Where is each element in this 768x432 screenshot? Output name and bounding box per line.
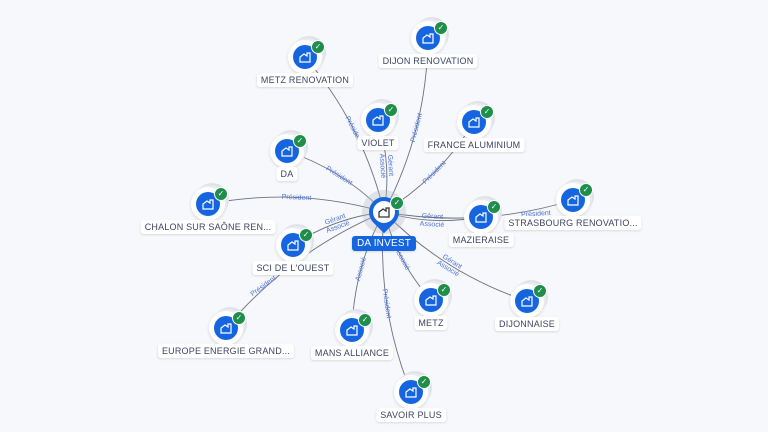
- edge-dijonnaise: [383, 211, 528, 302]
- edge-savoir-plus: [382, 211, 412, 393]
- node-label: METZ: [414, 316, 448, 330]
- edge-label: Président: [325, 165, 354, 187]
- edge-label: Président: [250, 275, 278, 298]
- edge-label: Président: [521, 210, 551, 219]
- edge-label: Président: [410, 113, 424, 143]
- node-label: STRASBOURG RENOVATIO...: [504, 216, 642, 230]
- verified-check-icon: ✓: [214, 187, 228, 201]
- edge-label: Associé: [420, 221, 445, 229]
- verified-check-icon: ✓: [384, 103, 398, 117]
- node-label: DIJON RENOVATION: [378, 54, 478, 68]
- edge-chalon: [207, 196, 385, 213]
- edge-label: Gérant: [386, 155, 394, 177]
- verified-check-icon: ✓: [311, 40, 325, 54]
- verified-check-icon: ✓: [417, 375, 431, 389]
- edge-label: Président: [422, 160, 448, 186]
- building-icon: [373, 201, 395, 223]
- node-label: DA: [276, 167, 298, 181]
- node-label: DIJONNAISE: [494, 317, 560, 331]
- node-label: DA INVEST: [351, 236, 417, 251]
- verified-check-icon: ✓: [434, 21, 448, 35]
- edge-label: Gérant: [422, 213, 444, 221]
- edge-label: Associé: [355, 256, 368, 282]
- verified-check-icon: ✓: [390, 196, 404, 210]
- verified-check-icon: ✓: [533, 284, 547, 298]
- edge-label: Président: [282, 194, 312, 202]
- node-label: METZ RENOVATION: [256, 73, 354, 87]
- node-label: VIOLET: [357, 136, 399, 150]
- node-label: CHALON SUR SAÔNE REN...: [140, 220, 276, 234]
- node-label: MAZIERAISE: [448, 233, 514, 247]
- node-label: MANS ALLIANCE: [310, 346, 394, 360]
- verified-check-icon: ✓: [299, 228, 313, 242]
- node-label: SAVOIR PLUS: [376, 408, 446, 422]
- verified-check-icon: ✓: [579, 183, 593, 197]
- verified-check-icon: ✓: [487, 200, 501, 214]
- edge-label: Associé: [378, 153, 387, 178]
- verified-check-icon: ✓: [358, 313, 372, 327]
- verified-check-icon: ✓: [437, 283, 451, 297]
- verified-check-icon: ✓: [480, 105, 494, 119]
- node-label: FRANCE ALUMINIUM: [423, 138, 525, 152]
- node-label: SCI DE L'OUEST: [252, 261, 334, 275]
- edge-label: Président: [381, 289, 392, 319]
- verified-check-icon: ✓: [293, 134, 307, 148]
- node-label: EUROPE ENERGIE GRAND...: [157, 344, 295, 358]
- verified-check-icon: ✓: [232, 311, 246, 325]
